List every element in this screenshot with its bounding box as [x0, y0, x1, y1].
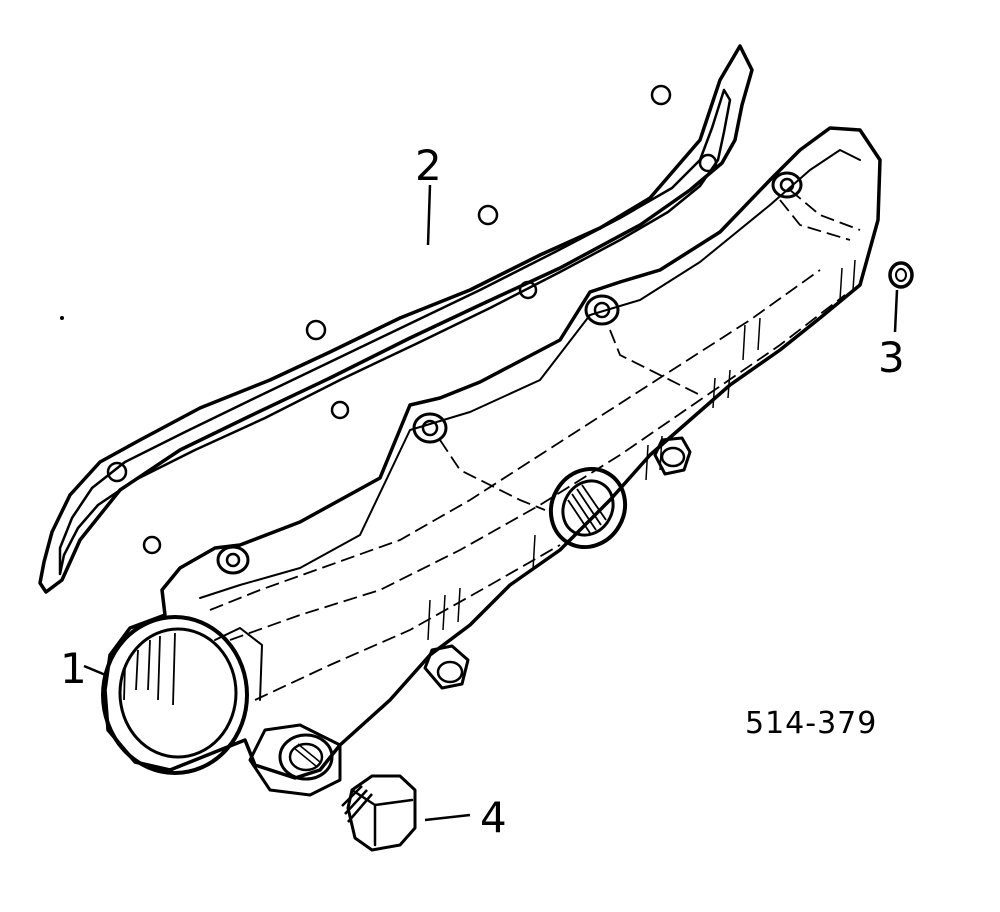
manifold-bolt-bosses	[216, 171, 803, 575]
figure-part-number: 514-379	[745, 706, 877, 741]
sealing-washer	[888, 261, 914, 289]
callout-1: 1	[60, 644, 87, 693]
leader-3	[893, 289, 899, 333]
leader-lines	[83, 184, 899, 822]
drain-plug	[341, 774, 417, 852]
side-threaded-port	[548, 466, 628, 550]
small-boss-left	[423, 644, 470, 690]
outlet-pipe	[101, 615, 263, 775]
callout-4: 4	[480, 793, 507, 842]
callout-2: 2	[415, 141, 442, 190]
speck	[60, 316, 64, 320]
leader-2	[426, 184, 432, 246]
drain-boss	[248, 723, 342, 797]
callout-3: 3	[878, 333, 905, 382]
leader-4	[424, 813, 471, 822]
gasket	[38, 44, 754, 594]
manifold-housing	[101, 126, 882, 797]
gasket-bolt-holes	[106, 84, 718, 555]
small-boss-right	[653, 436, 692, 476]
leader-1	[83, 664, 109, 678]
